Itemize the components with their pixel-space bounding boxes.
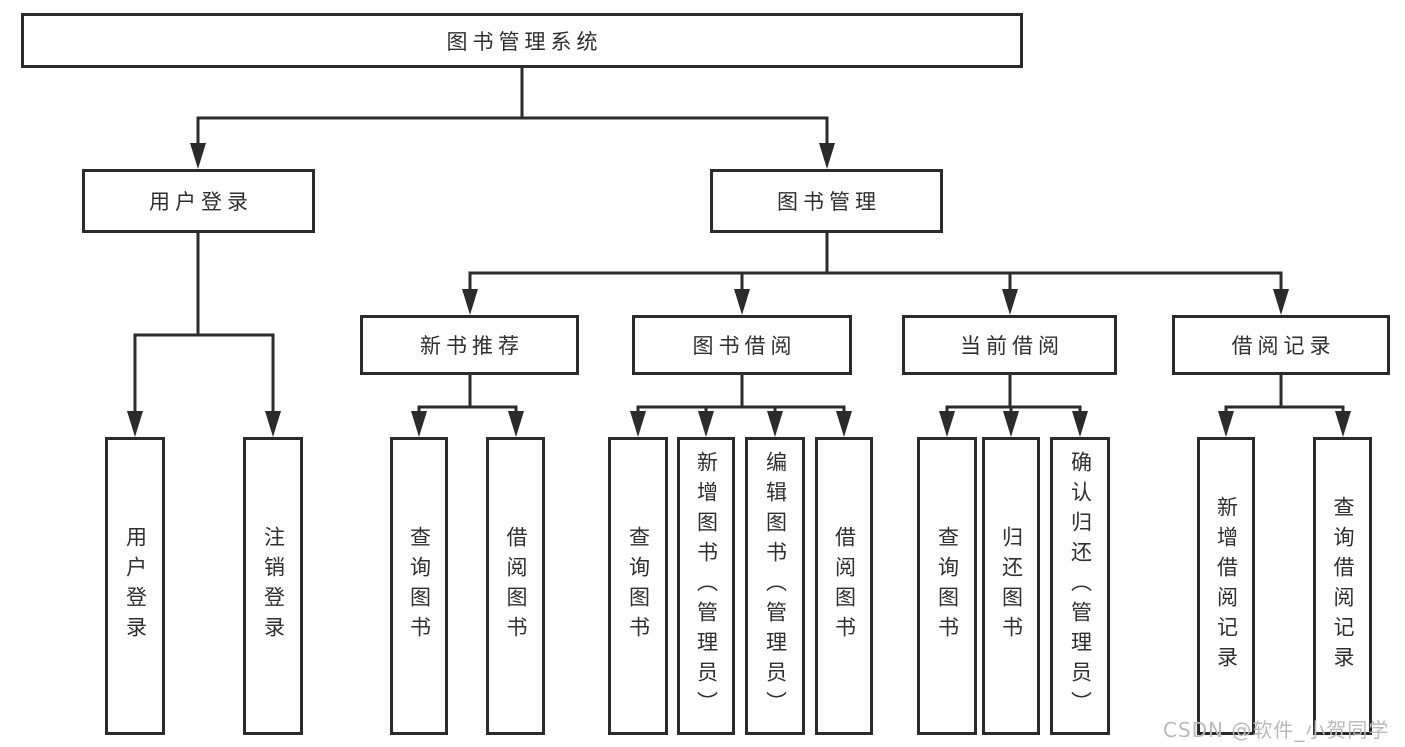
node-root-label: 图书管理系统 <box>446 29 603 54</box>
node-new-book-recommend-label: 新书推荐 <box>420 334 524 358</box>
node-leaf-confirm-return-admin: 确认归还（管理员） <box>1050 437 1110 735</box>
node-leaf-add-borrow-record-label: 新增借阅记录 <box>1214 496 1239 676</box>
node-leaf-logout-label: 注销登录 <box>261 526 286 646</box>
node-leaf-query-books-recommend-label: 查询图书 <box>407 526 432 646</box>
node-borrow-records-label: 借阅记录 <box>1231 334 1336 358</box>
node-leaf-add-book-admin: 新增图书（管理员） <box>677 437 735 735</box>
node-leaf-edit-book-admin: 编辑图书（管理员） <box>745 437 805 735</box>
node-leaf-add-borrow-record: 新增借阅记录 <box>1197 437 1255 735</box>
node-leaf-query-books-recommend: 查询图书 <box>390 437 448 735</box>
node-book-management: 图书管理 <box>710 169 943 233</box>
node-leaf-query-books-borrow-label: 查询图书 <box>626 526 651 646</box>
node-leaf-query-borrow-record: 查询借阅记录 <box>1313 437 1372 735</box>
node-leaf-query-books-current: 查询图书 <box>917 437 977 735</box>
node-book-borrow: 图书借阅 <box>632 315 852 375</box>
node-new-book-recommend: 新书推荐 <box>360 315 579 375</box>
node-leaf-confirm-return-admin-label: 确认归还（管理员） <box>1068 451 1093 721</box>
node-leaf-user-login-label: 用户登录 <box>123 526 148 646</box>
node-book-borrow-label: 图书借阅 <box>692 334 797 358</box>
node-leaf-return-book-label: 归还图书 <box>999 526 1024 646</box>
node-user-login-label: 用户登录 <box>149 190 253 214</box>
arrowhead-icons <box>127 143 1351 437</box>
watermark: CSDN @软件_小贺同学 <box>1163 718 1390 742</box>
node-leaf-query-books-current-label: 查询图书 <box>935 526 960 646</box>
node-leaf-borrow-books-recommend: 借阅图书 <box>486 437 545 735</box>
node-user-login: 用户登录 <box>82 169 315 233</box>
node-leaf-edit-book-admin-label: 编辑图书（管理员） <box>763 451 788 721</box>
node-book-management-label: 图书管理 <box>777 190 881 214</box>
node-leaf-return-book: 归还图书 <box>982 437 1040 735</box>
node-leaf-add-book-admin-label: 新增图书（管理员） <box>694 451 719 721</box>
node-borrow-records: 借阅记录 <box>1172 315 1390 375</box>
node-leaf-user-login: 用户登录 <box>105 437 165 735</box>
node-leaf-query-books-borrow: 查询图书 <box>608 437 668 735</box>
node-leaf-logout: 注销登录 <box>243 437 303 735</box>
node-leaf-borrow-books-label: 借阅图书 <box>832 526 857 646</box>
node-leaf-borrow-books-recommend-label: 借阅图书 <box>504 526 528 646</box>
node-current-borrow-label: 当前借阅 <box>960 334 1064 358</box>
node-current-borrow: 当前借阅 <box>902 315 1117 375</box>
node-leaf-borrow-books: 借阅图书 <box>815 437 873 735</box>
node-root: 图书管理系统 <box>21 13 1023 68</box>
node-leaf-query-borrow-record-label: 查询借阅记录 <box>1331 496 1355 676</box>
